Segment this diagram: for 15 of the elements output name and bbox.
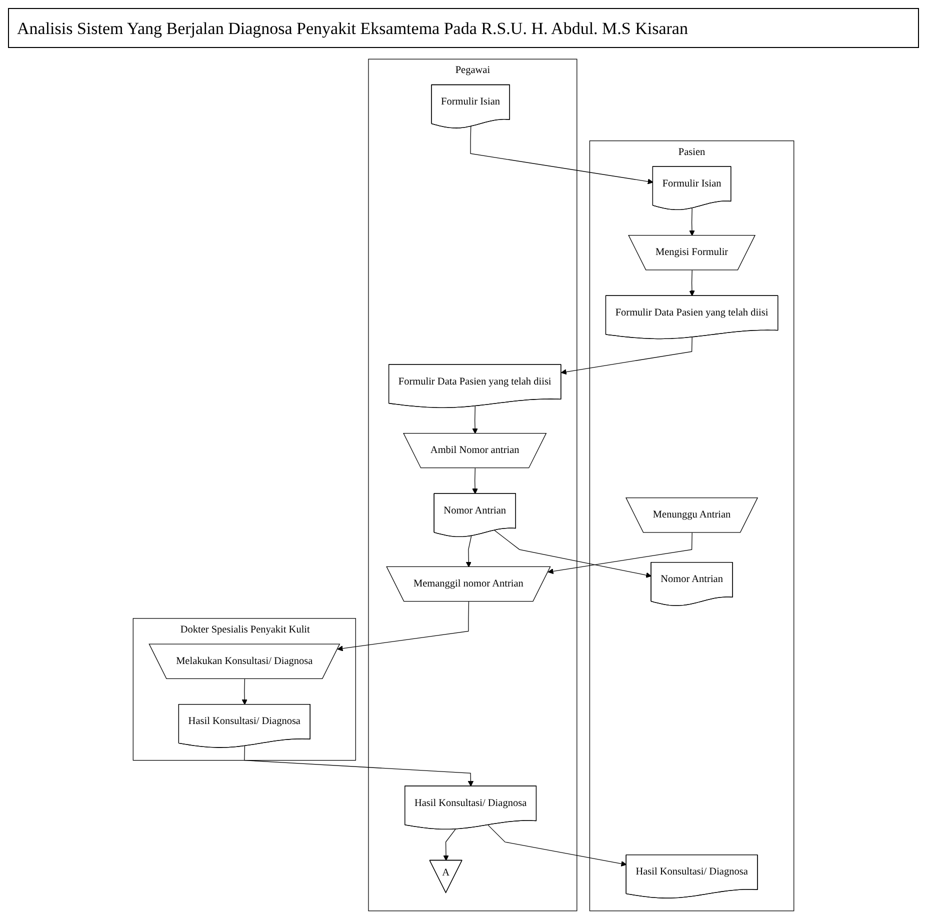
arrow [488, 824, 627, 866]
arrow [560, 337, 692, 375]
arrow [466, 536, 472, 568]
arrow [689, 208, 695, 236]
diagram-title: Analisis Sistem Yang Berjalan Diagnosa Penyakit Eksamtema Pada R.S.U. H. Abdul. M.S Kisaran [8, 8, 919, 48]
arrow [689, 270, 695, 296]
arrow [472, 406, 478, 434]
arrow [548, 532, 692, 574]
arrow [244, 746, 474, 787]
arrow [242, 678, 248, 705]
arrow [470, 126, 654, 184]
arrow [472, 468, 478, 494]
arrow [337, 601, 470, 652]
arrow [494, 530, 652, 578]
arrow [443, 828, 456, 861]
